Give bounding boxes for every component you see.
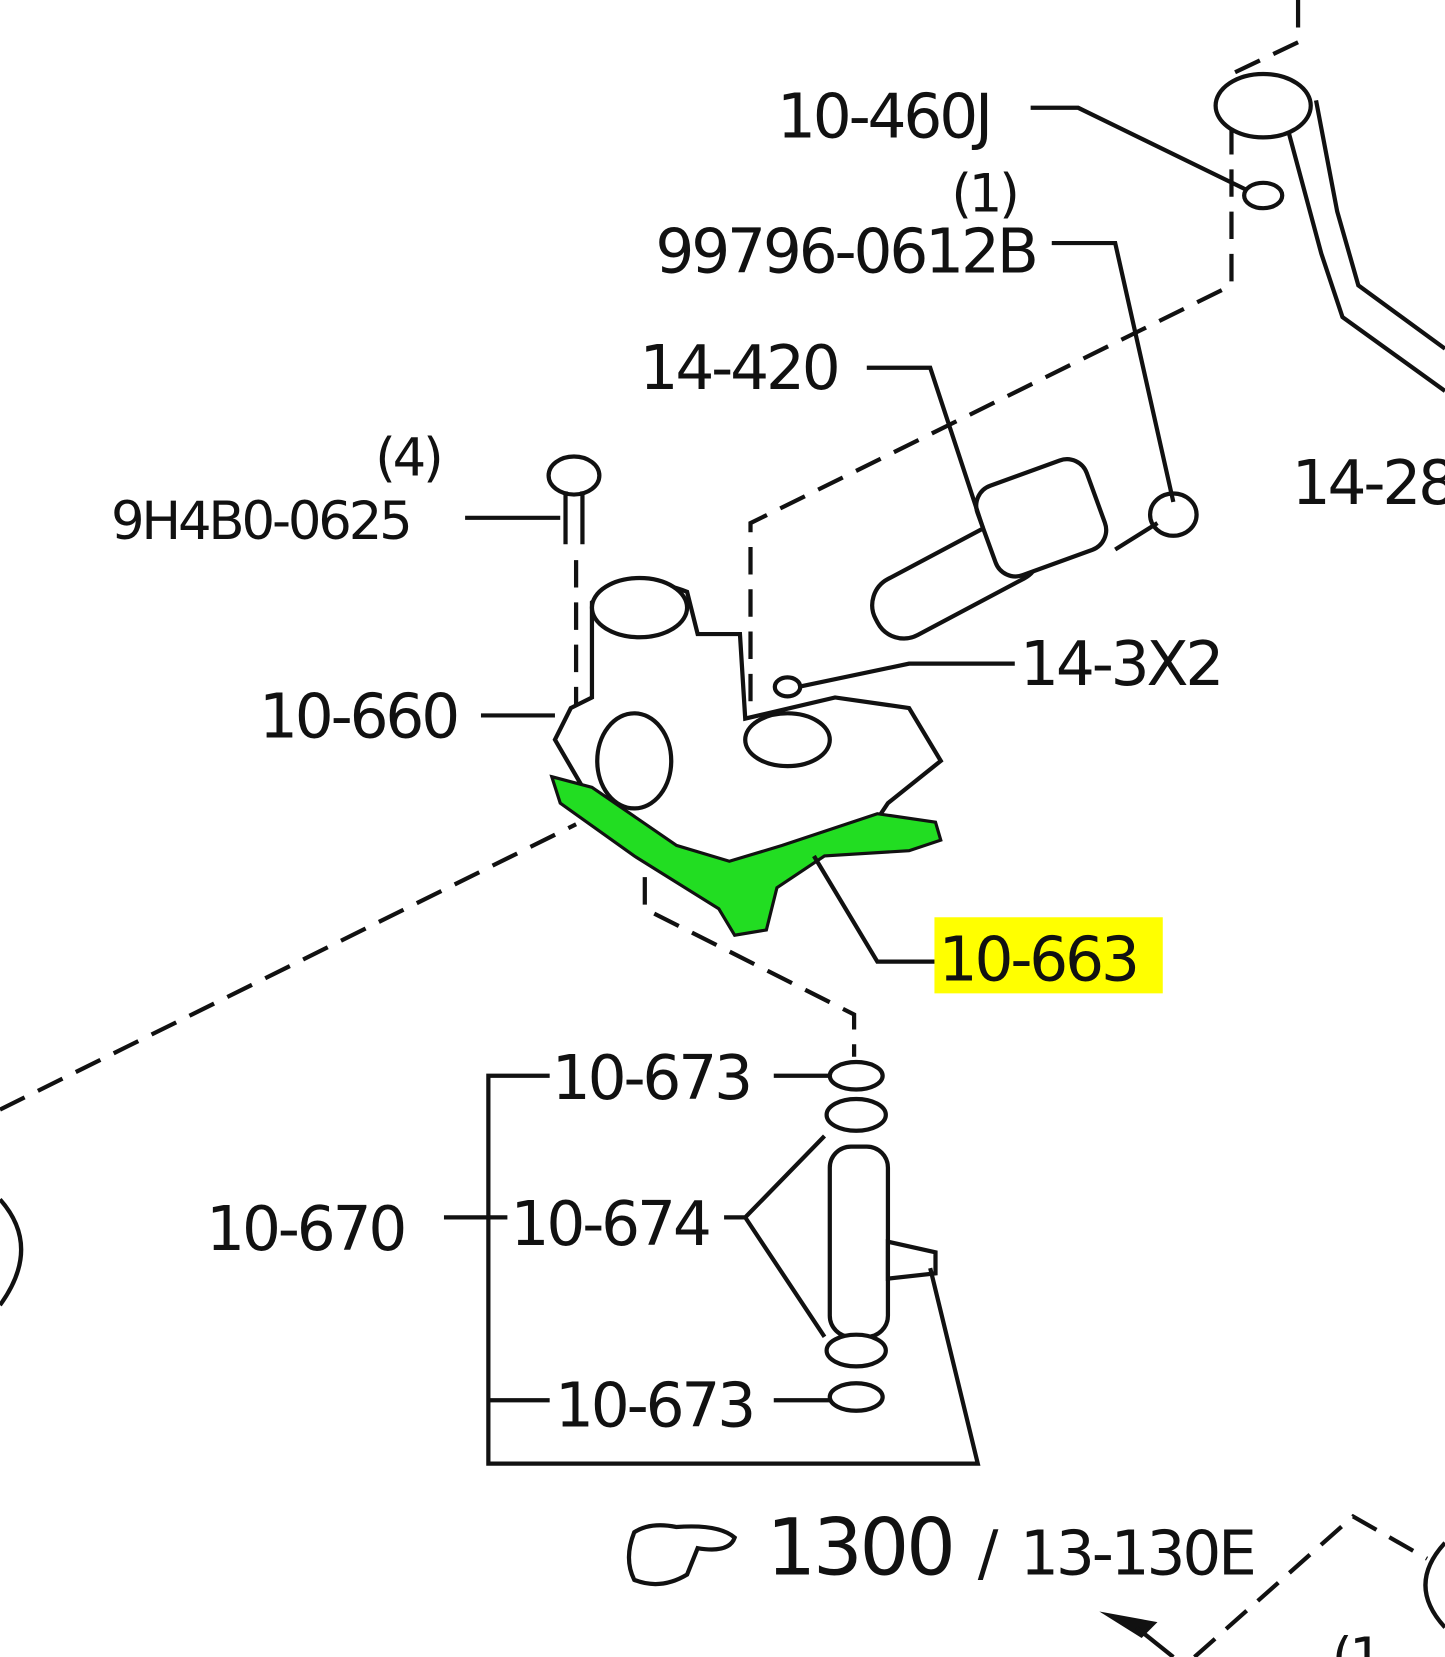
label-10-660[interactable]: 10-660	[259, 682, 460, 753]
label-10-673-bottom[interactable]: 10-673	[555, 1371, 756, 1442]
partial-circle	[0, 1198, 24, 1307]
label-qty-1: (1)	[951, 163, 1016, 224]
bolt-head-9H4B0	[546, 454, 602, 497]
highlight-box	[934, 917, 1163, 994]
leader-10-460J	[1030, 105, 1249, 193]
oring-10-674-bottom	[824, 1332, 888, 1369]
leader-10-674	[724, 1134, 827, 1338]
guide-line-center	[642, 877, 857, 1057]
label-10-670[interactable]: 10-670	[206, 1194, 407, 1265]
arrow-icon	[1099, 1611, 1158, 1638]
bolt-shaft-99796	[1114, 521, 1159, 552]
label-qty-4: (4)	[375, 428, 440, 489]
oring-10-673-top	[827, 1059, 885, 1092]
bolt-shaft-9H4B0	[563, 491, 585, 545]
oring-10-460J	[1242, 180, 1285, 211]
guide-line-top	[748, 0, 1301, 719]
solenoid-head	[974, 457, 1109, 579]
oring-14-3X2	[772, 675, 803, 699]
label-14-28[interactable]: 14-28	[1292, 448, 1445, 519]
label-99796-0612B[interactable]: 99796-0612B	[655, 217, 1039, 288]
label-14-420[interactable]: 14-420	[640, 333, 841, 404]
pointing-hand-icon	[626, 1523, 738, 1587]
housing-port	[595, 711, 674, 811]
housing-cylinder-top	[589, 575, 690, 640]
group-bracket-10-670	[443, 1073, 981, 1466]
reference-sub[interactable]: 13-130E	[1020, 1519, 1257, 1590]
arrow-line	[1135, 1625, 1175, 1657]
guide-line-bottom	[1193, 1513, 1429, 1657]
housing-boss	[743, 711, 832, 769]
pipe-drawing	[1282, 99, 1445, 393]
partial-circle-right	[1423, 1541, 1445, 1629]
guide-line-left	[0, 822, 578, 1112]
label-10-673-top[interactable]: 10-673	[552, 1043, 753, 1114]
pipe-fitting	[1213, 71, 1313, 140]
label-partial-qty: (1	[1332, 1627, 1380, 1657]
label-10-663[interactable]: 10-663	[939, 925, 1140, 996]
leader-99796	[1051, 240, 1176, 503]
reference-separator: /	[978, 1519, 999, 1590]
leader-14-420	[866, 365, 986, 530]
oring-10-674-top	[824, 1096, 888, 1133]
label-9H4B0-0625[interactable]: 9H4B0-0625	[111, 491, 413, 552]
valve-body	[827, 1144, 891, 1339]
leader-10-663	[812, 854, 936, 964]
oring-10-673-bottom	[827, 1381, 885, 1413]
gasket-10-663	[549, 774, 943, 937]
leader-10-673	[773, 1073, 830, 1403]
label-10-674[interactable]: 10-674	[511, 1189, 712, 1260]
label-10-460J[interactable]: 10-460J	[777, 81, 993, 152]
label-14-3X2[interactable]: 14-3X2	[1020, 629, 1224, 700]
reference-main[interactable]: 1300	[766, 1503, 956, 1594]
valve-bracket	[885, 1239, 938, 1282]
leader-14-3X2	[797, 661, 1015, 689]
